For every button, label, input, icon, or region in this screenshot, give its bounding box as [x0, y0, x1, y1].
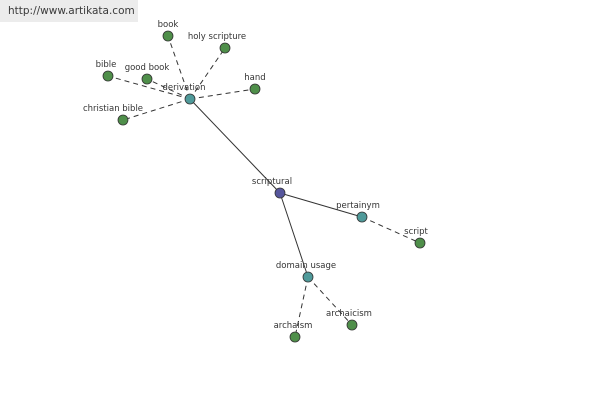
hub-node-domain-usage[interactable] — [302, 271, 314, 283]
edge-scriptural-domain-usage — [279, 192, 309, 278]
leaf-label-archaicism[interactable]: archaicism — [326, 309, 372, 319]
leaf-node-script[interactable] — [414, 237, 426, 249]
edge-derivation-holy-scripture — [189, 47, 226, 100]
edge-scriptural-pertainym — [279, 192, 363, 218]
edge-domain-usage-archaicism — [307, 276, 353, 326]
center-label-scriptural[interactable]: scriptural — [252, 177, 292, 187]
graph-edges — [107, 35, 421, 338]
edge-derivation-christian-bible — [122, 98, 191, 121]
leaf-label-script[interactable]: script — [404, 227, 428, 237]
leaf-label-bible[interactable]: bible — [96, 60, 117, 70]
graph-nodes — [102, 30, 426, 343]
graph-labels: scriptural derivation pertainym domain usag… — [83, 20, 429, 331]
hub-label-derivation[interactable]: derivation — [162, 83, 205, 93]
center-node-scriptural[interactable] — [274, 187, 286, 199]
edge-derivation-hand — [189, 88, 256, 100]
edge-derivation-book — [167, 35, 191, 100]
leaf-node-bible[interactable] — [102, 70, 114, 82]
leaf-node-archaicism[interactable] — [346, 319, 358, 331]
edge-domain-usage-archaism — [294, 276, 309, 338]
leaf-node-archaism[interactable] — [289, 331, 301, 343]
watermark-link[interactable]: http://www.artikata.com — [0, 0, 138, 22]
edge-derivation-good-book — [146, 78, 191, 100]
hub-label-domain-usage[interactable]: domain usage — [276, 261, 336, 271]
leaf-label-holy-scripture[interactable]: holy scripture — [188, 32, 246, 42]
leaf-node-hand[interactable] — [249, 83, 261, 95]
leaf-label-good-book[interactable]: good book — [125, 63, 170, 73]
leaf-label-christian-bible[interactable]: christian bible — [83, 104, 143, 114]
edge-pertainym-script — [361, 216, 421, 244]
leaf-node-book[interactable] — [162, 30, 174, 42]
hub-node-derivation[interactable] — [184, 93, 196, 105]
edge-scriptural-derivation — [189, 98, 281, 194]
hub-label-pertainym[interactable]: pertainym — [336, 201, 380, 211]
hub-node-pertainym[interactable] — [356, 211, 368, 223]
leaf-label-book[interactable]: book — [158, 20, 179, 30]
leaf-label-hand[interactable]: hand — [244, 73, 265, 83]
leaf-label-archaism[interactable]: archaism — [274, 321, 313, 331]
leaf-node-christian-bible[interactable] — [117, 114, 129, 126]
leaf-node-holy-scripture[interactable] — [219, 42, 231, 54]
leaf-node-good-book[interactable] — [141, 73, 153, 85]
